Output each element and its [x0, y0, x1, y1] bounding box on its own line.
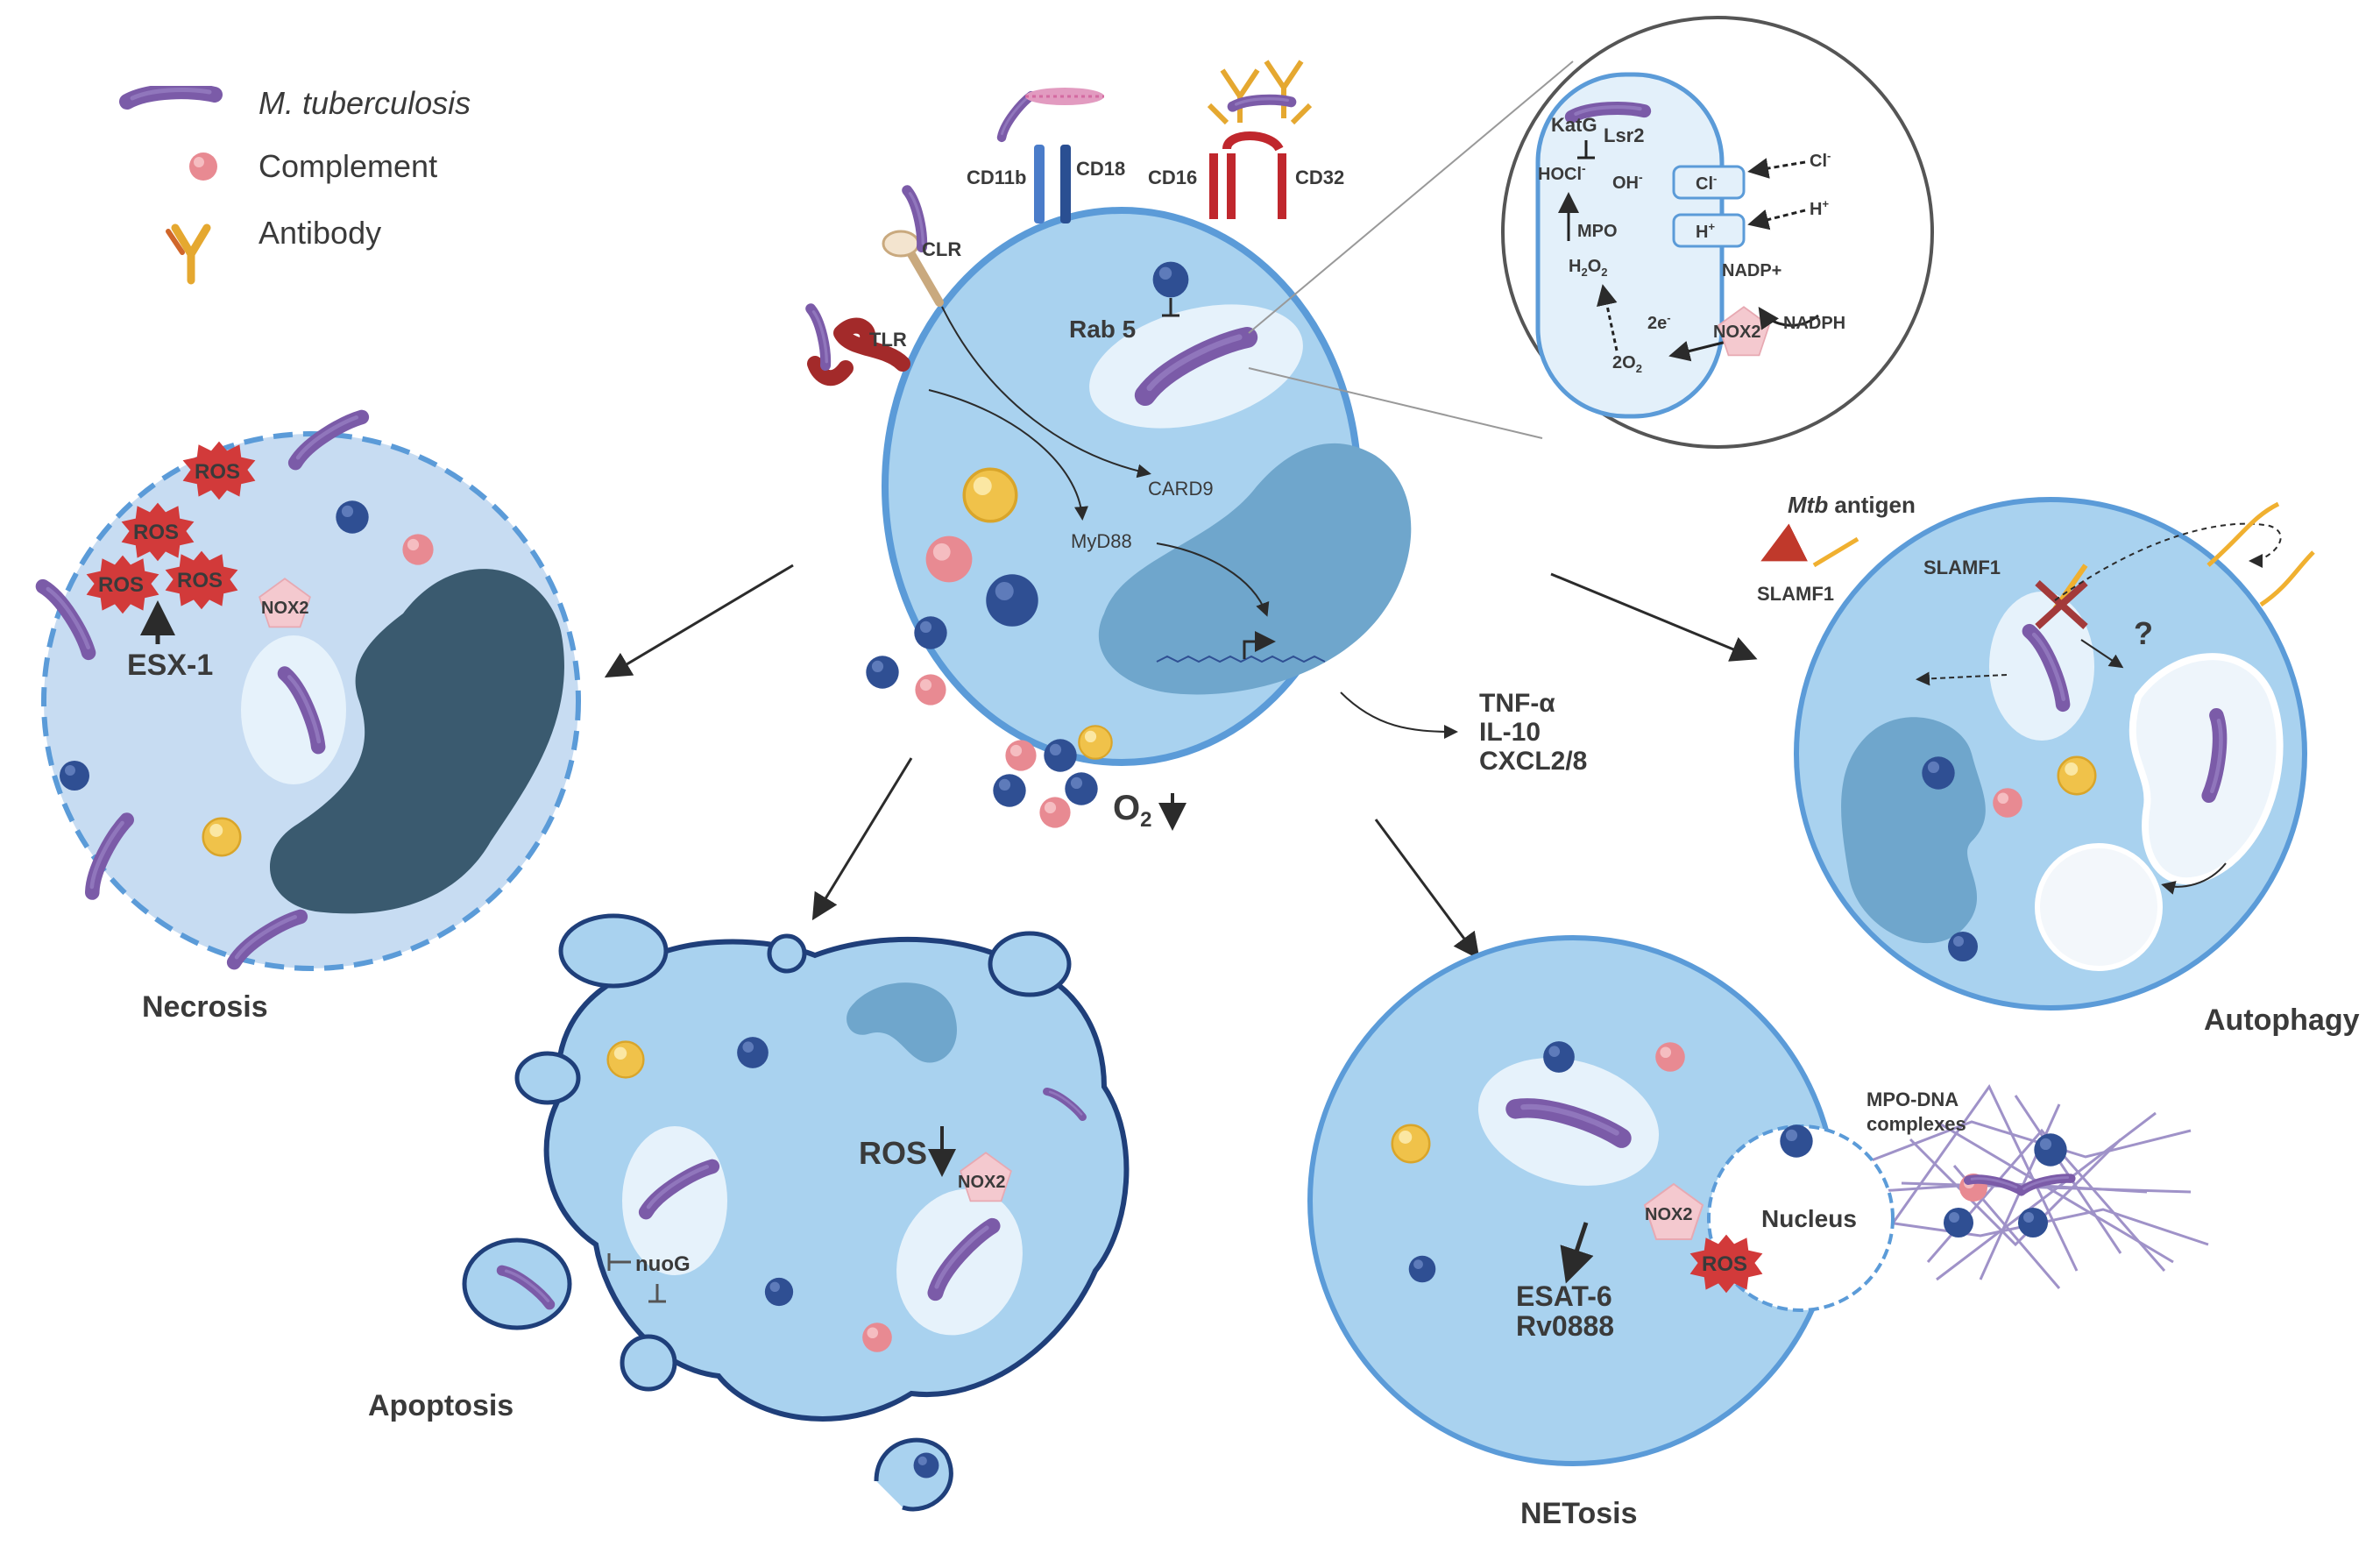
slamf1-inner-label: SLAMF1 [1923, 557, 2001, 578]
clr-card9-arrow [941, 306, 1151, 479]
apoptosis-nucleus [846, 982, 957, 1063]
autophagy-title: Autophagy [2204, 1003, 2360, 1037]
mpo-dna-line-1: MPO-DNA [1866, 1089, 1959, 1110]
cd11b-label: CD11b [967, 167, 1026, 188]
cd18-label: CD18 [1076, 158, 1125, 180]
nucleus-label: Nucleus [1761, 1205, 1857, 1232]
apoptosis-title: Apoptosis [368, 1389, 514, 1422]
necrosis-cell: NOX2 ROS ROS ROS ROS ESX-1 Necrosis [43, 414, 581, 1024]
cytokine-tnf: TNF-α [1479, 689, 1555, 718]
netosis-nox2-label: NOX2 [1645, 1205, 1692, 1224]
legend-complement-icon [189, 152, 217, 181]
necrosis-ros-4: ROS [177, 569, 223, 592]
necrosis-ros-3: ROS [98, 573, 144, 597]
rab5-inhibit [1162, 298, 1179, 317]
cytokine-arrow [1340, 691, 1458, 739]
hocl-label: HOCl- [1538, 161, 1586, 184]
katg-label: KatG [1551, 114, 1597, 136]
central-nucleus [1098, 443, 1412, 695]
granule-yellow [962, 467, 1018, 523]
rab5-label: Rab 5 [1069, 316, 1136, 343]
h2o2-label: H2O2 [1569, 257, 1607, 279]
mtb-antigen-label: Mtb antigen [1788, 492, 1916, 518]
autophagy-cell: ? SLAMF1 Mtb antigen SLAMF1 Autophagy [1757, 492, 2360, 1037]
fate-arrows [604, 564, 1758, 960]
slamf1-outer-label: SLAMF1 [1757, 583, 1834, 605]
cytokine-il10: IL-10 [1479, 718, 1541, 747]
h-out-label: H+ [1810, 197, 1829, 219]
legend: M. tuberculosis Complement Antibody [127, 85, 471, 285]
h-channel-label: H+ [1696, 220, 1715, 242]
netosis-ros-label: ROS [1702, 1252, 1747, 1276]
necrosis-ros-2: ROS [133, 521, 179, 544]
o2-label: O2 [1113, 789, 1151, 832]
necrosis-nucleus [269, 569, 564, 914]
legend-mtb-icon [127, 90, 215, 102]
nox2-inset-label: NOX2 [1713, 323, 1760, 342]
legend-antibody-icon [166, 223, 211, 285]
legend-antibody-label: Antibody [259, 215, 381, 251]
card9-label: CARD9 [1148, 478, 1214, 500]
granule-pink [925, 535, 973, 583]
legend-mtb-label: M. tuberculosis [259, 85, 471, 121]
mpo-label: MPO [1577, 222, 1618, 241]
nadp-label: NADP+ [1722, 261, 1781, 280]
legend-complement-label: Complement [259, 148, 437, 184]
clr-label: CLR [922, 238, 961, 260]
nadph-label: NADPH [1783, 314, 1845, 333]
necrosis-nox2-label: NOX2 [261, 599, 308, 618]
granule-blue [986, 574, 1038, 627]
cd32-label: CD32 [1295, 167, 1344, 188]
nuog-label: nuoG [635, 1252, 691, 1276]
esat6-label: ESAT-6 [1516, 1280, 1612, 1312]
rab5-granule [1152, 261, 1189, 298]
myd88-label: MyD88 [1071, 530, 1132, 552]
netosis-cell: MPO-DNA complexes Nucleus ROS NOX2 ESAT-… [1307, 935, 2209, 1530]
oh-label: OH- [1612, 170, 1643, 193]
phagosome-inset: KatG Lsr2 HOCl- OH- MPO H2O2 2O2 2e- NOX… [1248, 16, 1934, 449]
lsr2-label: Lsr2 [1604, 124, 1644, 146]
apoptosis-ros-label: ROS [859, 1135, 927, 1171]
tlr-label: TLR [869, 329, 907, 351]
cl-channel-label: Cl- [1696, 172, 1717, 194]
o2-inset-label: 2O2 [1612, 353, 1642, 375]
rv0888-label: Rv0888 [1516, 1310, 1614, 1342]
necrosis-title: Necrosis [142, 990, 268, 1024]
tlr-myd88-arrow [928, 389, 1088, 521]
cd16-label: CD16 [1148, 167, 1197, 188]
central-neutrophil: Rab 5 CARD9 MyD88 TNF-α IL-10 CXCL2/8 [882, 207, 1587, 776]
myd88-nucleus-arrow [1156, 543, 1270, 617]
autophagy-question: ? [2134, 615, 2153, 651]
receptors: CLR TLR CD11b CD18 CD16 CD32 [811, 60, 1344, 386]
e2-label: 2e- [1647, 311, 1671, 333]
necrosis-ros-1: ROS [195, 460, 240, 484]
necrosis-phagosome [241, 635, 346, 784]
cytokine-cxcl: CXCL2/8 [1479, 747, 1587, 776]
transcription-arrow [1243, 631, 1276, 659]
apoptosis-nox2-label: NOX2 [958, 1173, 1005, 1192]
mpo-dna-line-2: complexes [1866, 1113, 1966, 1135]
esx1-label: ESX-1 [127, 649, 213, 682]
apoptosis-cell: nuoG NOX2 ROS Apoptosis [368, 913, 1130, 1512]
dna-strand [1156, 655, 1326, 663]
netosis-title: NETosis [1520, 1497, 1638, 1530]
cl-out-label: Cl- [1810, 149, 1831, 171]
